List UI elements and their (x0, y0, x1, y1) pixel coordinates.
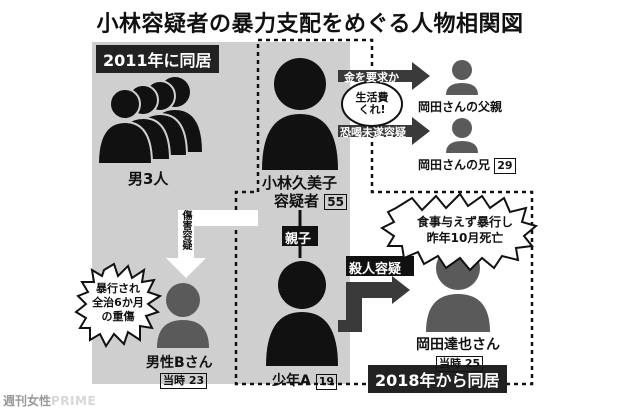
injury-callout-line3: の重傷 (101, 310, 135, 323)
relation-arrows (338, 62, 430, 332)
male-b-age-prefix: 当時 (163, 374, 185, 387)
injury-charge-label: 傷害容疑 (180, 210, 191, 250)
arrow-injury (166, 196, 258, 278)
boy-a-silhouette (266, 261, 338, 366)
injury-callout-text: 暴行され 全治6か月 の重傷 (87, 282, 149, 324)
living-costs-line1: 生活費 (355, 91, 389, 104)
male-b-age-value: 23 (188, 374, 205, 387)
publisher-credit: 週刊女性PRIME (3, 392, 96, 409)
male-b-silhouette (157, 283, 209, 348)
male-b-age: 当時 23 (160, 373, 208, 389)
okada-tatsuya-age: 当時 25 (436, 356, 484, 372)
extortion-label: 恐喝未遂容疑 (340, 126, 406, 139)
cohabit-2018-outline (234, 38, 534, 386)
okada-tatsuya-age-value: 25 (464, 357, 481, 370)
okada-brother-label: 岡田さんの兄 29 (418, 156, 516, 174)
okada-brother-silhouette (446, 118, 478, 153)
living-costs-label: 生活費 くれ! (354, 92, 390, 116)
okada-brother-name: 岡田さんの兄 (418, 158, 491, 172)
living-costs-line2: くれ! (358, 103, 386, 116)
kobayashi-role-text: 容疑者 (274, 192, 320, 210)
demand-money-label: 金を要求か (344, 71, 399, 84)
death-callout-line2: 昨年10月死亡 (426, 231, 504, 245)
parent-child-badge (282, 226, 318, 246)
arrow-murder (338, 276, 410, 332)
okada-tatsuya-label: 岡田達也さん (416, 337, 500, 353)
death-callout-burst (380, 192, 539, 272)
men3-label: 男3人 (128, 170, 169, 188)
okada-tatsuya-age-prefix: 当時 (439, 357, 461, 370)
arrow-extortion (338, 117, 430, 145)
publisher-brand: PRIME (51, 394, 97, 408)
cohabit-2018-tag: 2018年から同居 (368, 365, 507, 393)
cohabit-2011-tag: 2011年に同居 (96, 45, 219, 73)
murder-charge-label: 殺人容疑 (349, 262, 402, 277)
kobayashi-role: 容疑者 55 (262, 192, 347, 210)
death-callout-text: 食事与えず暴行し 昨年10月死亡 (405, 214, 525, 246)
okada-tatsuya-age-box: 当時 25 (436, 352, 484, 372)
arrow-demand-money (338, 62, 430, 90)
okada-father-label: 岡田さんの父親 (418, 100, 503, 114)
male-b-age-box: 当時 23 (160, 373, 208, 389)
okada-brother-age: 29 (494, 158, 516, 174)
injury-callout-line2: 全治6か月 (92, 296, 144, 309)
boy-a-age: 19 (315, 374, 338, 390)
death-callout-line1: 食事与えず暴行し (416, 215, 513, 229)
injury-callout-burst (74, 262, 163, 348)
publisher-name: 週刊女性 (3, 394, 52, 408)
kobayashi-silhouette (262, 58, 338, 170)
boy-a-label: 少年A 19 (272, 370, 338, 390)
living-costs-bubble (341, 81, 403, 127)
kobayashi-age: 55 (324, 194, 347, 210)
parent-child-label: 親子 (285, 232, 312, 247)
kobayashi-name: 小林久美子 (262, 174, 338, 192)
men3-silhouette (96, 77, 202, 165)
injury-callout-line1: 暴行され (96, 282, 140, 295)
okada-father-silhouette (446, 60, 478, 95)
boy-a-name: 少年A (272, 373, 311, 389)
murder-label-box (346, 256, 414, 276)
page-title: 小林容疑者の暴力支配をめぐる人物相関図 (96, 12, 524, 37)
kobayashi-label: 小林久美子 容疑者 55 (262, 174, 347, 210)
male-b-label: 男性Bさん (146, 355, 213, 371)
